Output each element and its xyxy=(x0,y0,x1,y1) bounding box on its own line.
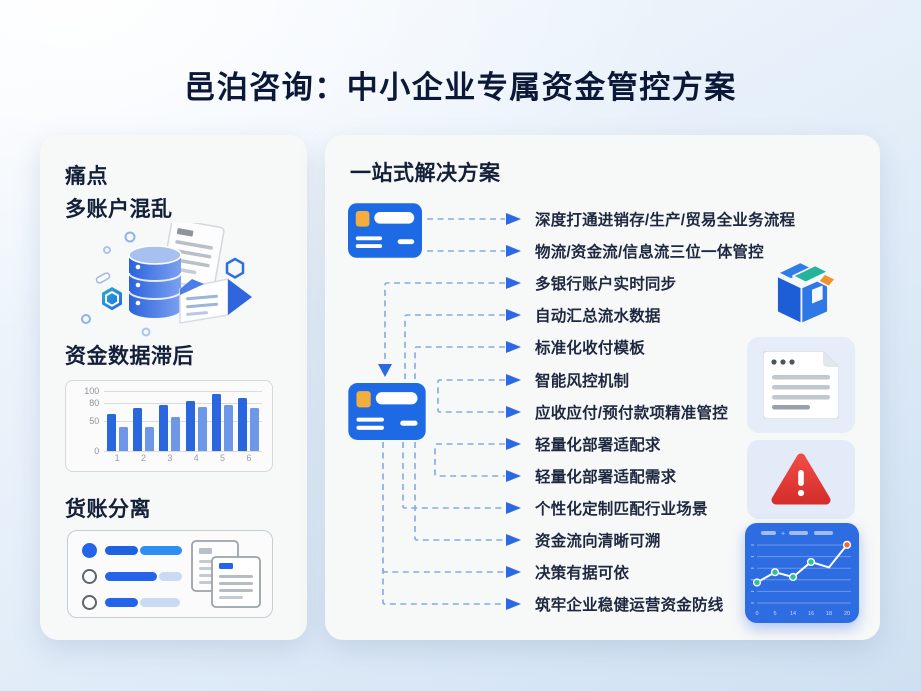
hexagon-outline-icon xyxy=(225,257,245,279)
cube-icon xyxy=(765,258,840,330)
svg-text:0: 0 xyxy=(755,611,758,617)
svg-text:5: 5 xyxy=(773,611,776,617)
database-cylinder-icon xyxy=(128,245,182,318)
svg-text:14: 14 xyxy=(790,611,796,617)
checklist-row xyxy=(82,595,180,610)
line-chart-icon: + 0 5 14 16 18 20 xyxy=(751,531,852,617)
solution-item: 智能风控机制 xyxy=(535,372,630,390)
solution-item: 标准化收付模板 xyxy=(535,340,645,358)
line-chart-card: + 0 5 14 16 18 20 xyxy=(745,523,859,623)
radio-filled-icon xyxy=(82,543,97,558)
decor-circle-icon xyxy=(81,314,91,324)
solution-item: 资金流向清晰可溯 xyxy=(535,532,661,550)
solution-heading: 一站式解决方案 xyxy=(350,162,501,185)
alert-card xyxy=(747,440,855,519)
svg-text:+: + xyxy=(781,531,785,538)
radio-empty-icon xyxy=(82,569,97,584)
solution-item: 应收应付/预付款项精准管控 xyxy=(535,404,728,422)
solution-items-list: 深度打通进销存/生产/贸易全业务流程 物流/资金流/信息流三位一体管控 多银行账… xyxy=(535,203,870,620)
pain-heading: 痛点 xyxy=(65,165,108,188)
solution-item: 决策有据可依 xyxy=(535,565,630,583)
solution-item: 轻量化部署适配需求 xyxy=(535,468,677,486)
solution-item: 深度打通进销存/生产/贸易全业务流程 xyxy=(535,212,796,230)
solution-item: 物流/资金流/信息流三位一体管控 xyxy=(535,244,764,262)
radio-empty-icon xyxy=(82,595,97,610)
alert-triangle-icon xyxy=(771,453,831,504)
document-icon xyxy=(763,351,839,419)
pain-section-label-data-lag: 资金数据滞后 xyxy=(65,345,194,368)
solution-item: 自动汇总流水数据 xyxy=(535,308,661,326)
solution-item: 筑牢企业稳健运营资金防线 xyxy=(535,597,724,615)
decor-circle-icon xyxy=(124,231,136,243)
decor-circle-icon xyxy=(103,246,111,254)
solution-item: 个性化定制匹配行业场景 xyxy=(535,500,708,518)
pain-points-panel: 痛点 多账户混乱 xyxy=(40,135,307,640)
solution-item: 轻量化部署适配求 xyxy=(535,436,661,454)
database-documents-illustration xyxy=(81,223,252,337)
pain-section-label-accounts: 多账户混乱 xyxy=(65,198,173,221)
overlapping-documents-icon xyxy=(191,540,261,608)
svg-text:20: 20 xyxy=(844,611,850,617)
checklist-documents-card xyxy=(67,530,273,618)
checklist-row xyxy=(82,543,182,558)
front-note-icon xyxy=(179,278,252,324)
pain-section-label-split: 货账分离 xyxy=(65,498,151,521)
checklist-row xyxy=(82,569,182,584)
decor-circle-icon xyxy=(141,327,151,337)
bank-card-icon xyxy=(348,383,426,440)
solution-item: 多银行账户实时同步 xyxy=(535,276,677,294)
capsule-icon xyxy=(95,272,111,284)
svg-text:16: 16 xyxy=(808,611,814,617)
svg-text:18: 18 xyxy=(826,611,832,617)
page-title: 邑泊咨询：中小企业专属资金管控方案 xyxy=(184,70,737,105)
document-card xyxy=(747,337,855,433)
bank-card-icon xyxy=(348,203,422,258)
solution-panel: 一站式解决方案 xyxy=(325,135,880,640)
hexagon-badge-icon xyxy=(102,287,122,311)
